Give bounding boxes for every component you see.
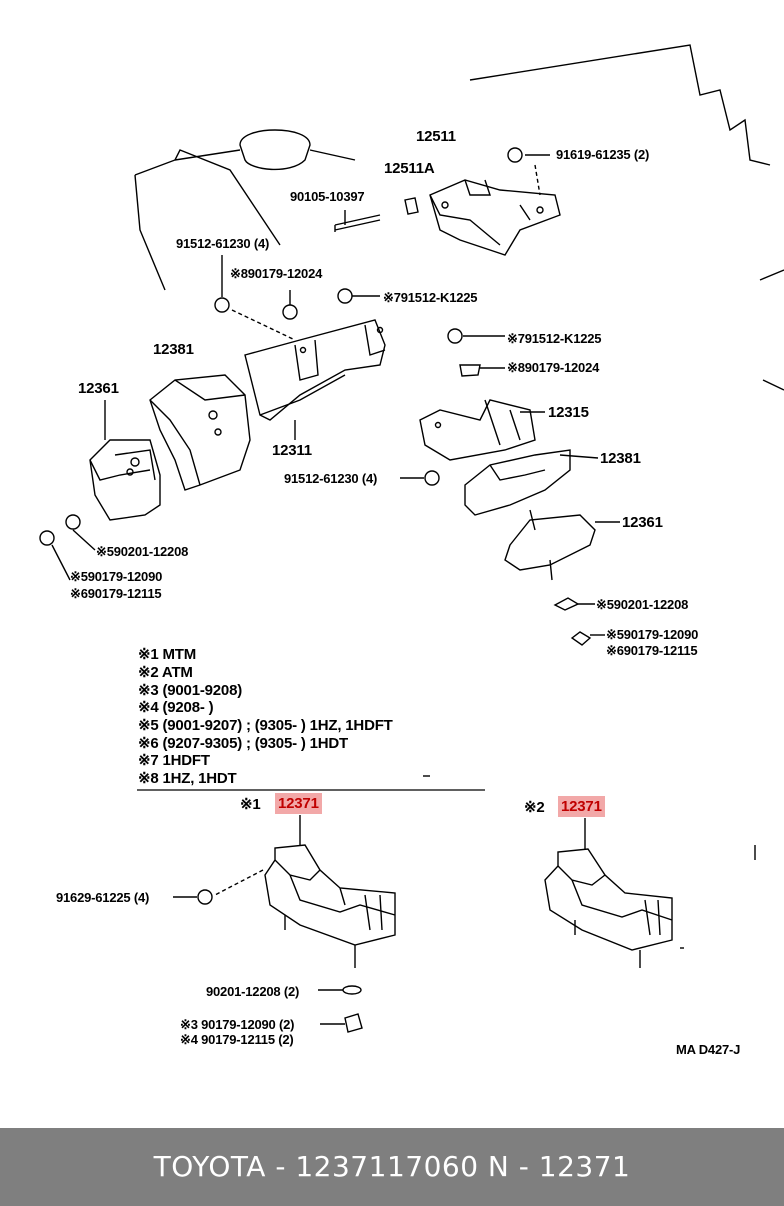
variant-marker-right: ※2 xyxy=(524,799,545,816)
label-12361-right: 12361 xyxy=(622,514,663,531)
label-12511: 12511 xyxy=(416,128,456,145)
label-590179-right: ※590179-12090 xyxy=(606,627,699,642)
label-90105: 90105-10397 xyxy=(290,189,365,204)
highlight-12371-right[interactable]: 12371 xyxy=(558,796,605,817)
label-590201-left: ※590201-12208 xyxy=(96,544,189,559)
engine-outline-3 xyxy=(134,174,166,291)
label-12381-right: 12381 xyxy=(600,450,641,467)
part-number-12371-right[interactable]: 12371 xyxy=(561,798,602,815)
part-number-12371-left[interactable]: 12371 xyxy=(278,795,319,812)
bolt-90105 xyxy=(334,214,381,232)
footer-bar: TOYOTA - 1237117060 N - 12371 xyxy=(0,1128,784,1206)
label-690179-right: ※690179-12115 xyxy=(606,643,698,658)
note-8: ※8 1HZ, 1HDT xyxy=(138,770,237,787)
variant-marker-left: ※1 xyxy=(240,796,261,813)
highlight-12371-left[interactable]: 12371 xyxy=(275,793,322,814)
parts-diagram: 12511 12511A 91619-61235 (2) 90105-10397… xyxy=(39,44,784,1057)
engine-outline-4 xyxy=(239,129,311,171)
label-690179-left: ※690179-12115 xyxy=(70,586,162,601)
label-3-90179: ※3 90179-12090 (2) xyxy=(180,1017,295,1032)
note-3: ※3 (9001-9208) xyxy=(138,682,243,699)
diagram-reference-code: MA D427-J xyxy=(676,1042,741,1057)
label-91619: 91619-61235 (2) xyxy=(556,147,650,162)
bracket-12315 xyxy=(419,399,536,461)
label-4-90179: ※4 90179-12115 (2) xyxy=(180,1032,294,1047)
note-7: ※7 1HDFT xyxy=(138,752,210,769)
label-12311: 12311 xyxy=(272,442,312,459)
bracket-12311 xyxy=(244,319,386,421)
label-791512-b: ※791512-K1225 xyxy=(507,331,602,346)
insulator-12381-right xyxy=(464,449,571,516)
note-6: ※6 (9207-9305) ; (9305- ) 1HDT xyxy=(138,735,348,752)
label-12315: 12315 xyxy=(548,404,589,421)
insulator-12381-left xyxy=(149,374,251,491)
note-4: ※4 (9208- ) xyxy=(138,699,214,716)
engine-outline-2 xyxy=(134,149,281,246)
label-12381-left: 12381 xyxy=(153,341,194,358)
label-12361-left: 12361 xyxy=(78,380,119,397)
mount-12361-left xyxy=(89,439,161,521)
diagram-drawing xyxy=(39,44,784,1033)
engine-outline xyxy=(469,44,771,166)
note-2: ※2 ATM xyxy=(138,664,193,681)
label-90201: 90201-12208 (2) xyxy=(206,984,300,999)
label-791512-a: ※791512-K1225 xyxy=(383,290,478,305)
label-90179-12024-a: ※890179-12024 xyxy=(230,266,323,281)
footer-part-text: TOYOTA - 1237117060 N - 12371 xyxy=(153,1150,631,1183)
label-590201-right: ※590201-12208 xyxy=(596,597,689,612)
label-90179-12024-b: ※890179-12024 xyxy=(507,360,600,375)
mount-12371-left xyxy=(264,844,396,946)
label-91512-top: 91512-61230 (4) xyxy=(176,236,270,251)
mount-12371-right xyxy=(544,848,673,951)
note-5: ※5 (9001-9207) ; (9305- ) 1HZ, 1HDFT xyxy=(138,717,393,734)
label-91512-mid: 91512-61230 (4) xyxy=(284,471,378,486)
label-91629: 91629-61225 (4) xyxy=(56,890,150,905)
label-590179-left: ※590179-12090 xyxy=(70,569,163,584)
mount-12361-right xyxy=(504,514,596,571)
note-1: ※1 MTM xyxy=(138,646,197,663)
bracket-12511 xyxy=(429,179,561,256)
label-12511a: 12511A xyxy=(384,160,435,177)
